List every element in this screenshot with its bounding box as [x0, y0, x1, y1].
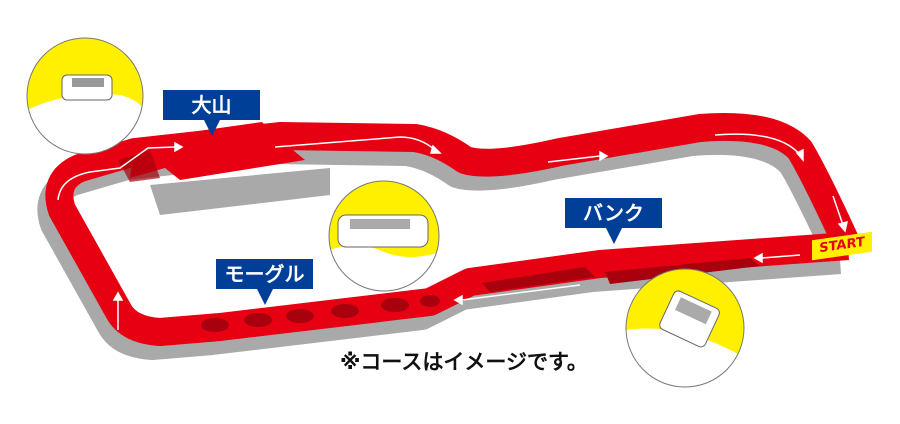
- mogul-label: モーグル: [216, 259, 313, 305]
- bank-label: バンク: [565, 198, 662, 244]
- mountain-shadow: [150, 168, 330, 215]
- disclaimer-note: ※コースはイメージです。: [340, 350, 588, 374]
- direction-arrows: [57, 133, 848, 330]
- mountain-illustration: [26, 37, 144, 155]
- mountain-label: 大山: [163, 90, 260, 136]
- car-icon: [659, 290, 720, 348]
- mogul-illustration: [328, 180, 440, 292]
- mountain-section: [130, 122, 305, 180]
- bank-illustration: [625, 268, 745, 388]
- bank-groove: [482, 267, 595, 292]
- mountain-slope: [118, 150, 160, 182]
- mogul-bumps: [201, 295, 440, 332]
